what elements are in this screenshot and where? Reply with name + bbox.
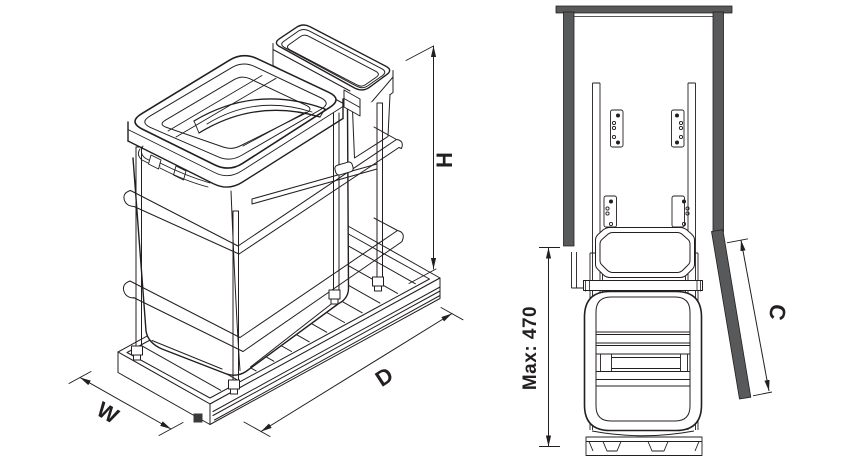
cabinet-left-panel xyxy=(563,11,575,247)
dim-label-w: W xyxy=(93,397,124,429)
bin-inner xyxy=(595,296,691,422)
frame-posts xyxy=(131,89,384,395)
cabinet-top-panel xyxy=(555,5,733,14)
bin-base xyxy=(585,436,703,456)
dimension-h: H xyxy=(405,45,457,284)
small-container-body xyxy=(352,94,391,159)
isometric-view: H D W xyxy=(68,24,464,437)
bin-bottom-arc xyxy=(591,430,695,437)
bin-front-bands xyxy=(596,331,690,387)
dim-label-max: Max: 470 xyxy=(520,306,541,390)
cabinet-door xyxy=(711,229,752,400)
dim-label-c: C xyxy=(764,302,791,322)
frame-rail-front xyxy=(583,280,703,291)
cabinet-right-panel xyxy=(712,11,724,233)
side-view: Max: 470 C xyxy=(520,5,791,456)
lid-ridges xyxy=(167,75,307,147)
bin-lid xyxy=(127,54,344,188)
stabilizer-rod xyxy=(251,161,378,205)
dimension-c: C xyxy=(726,238,791,397)
wire-frame xyxy=(122,89,404,395)
bin-front-view xyxy=(583,227,703,456)
cabinet xyxy=(555,5,733,247)
lid-handle xyxy=(193,98,326,134)
dim-label-h: H xyxy=(432,152,457,168)
lid-latch-clip xyxy=(137,145,211,188)
small-container xyxy=(272,24,394,159)
lid-skirt xyxy=(127,98,344,188)
c-extension-ticks xyxy=(726,238,773,397)
bin-outer xyxy=(583,290,703,432)
slide-stop xyxy=(193,413,203,423)
post-bracket xyxy=(343,89,361,117)
dim-label-d: D xyxy=(371,362,398,392)
small-container-front xyxy=(595,227,695,278)
dimension-max-height: Max: 470 xyxy=(520,247,560,447)
max-extension-ticks xyxy=(539,247,560,447)
frame-back-post xyxy=(571,252,584,289)
h-extension-ticks xyxy=(405,45,437,284)
